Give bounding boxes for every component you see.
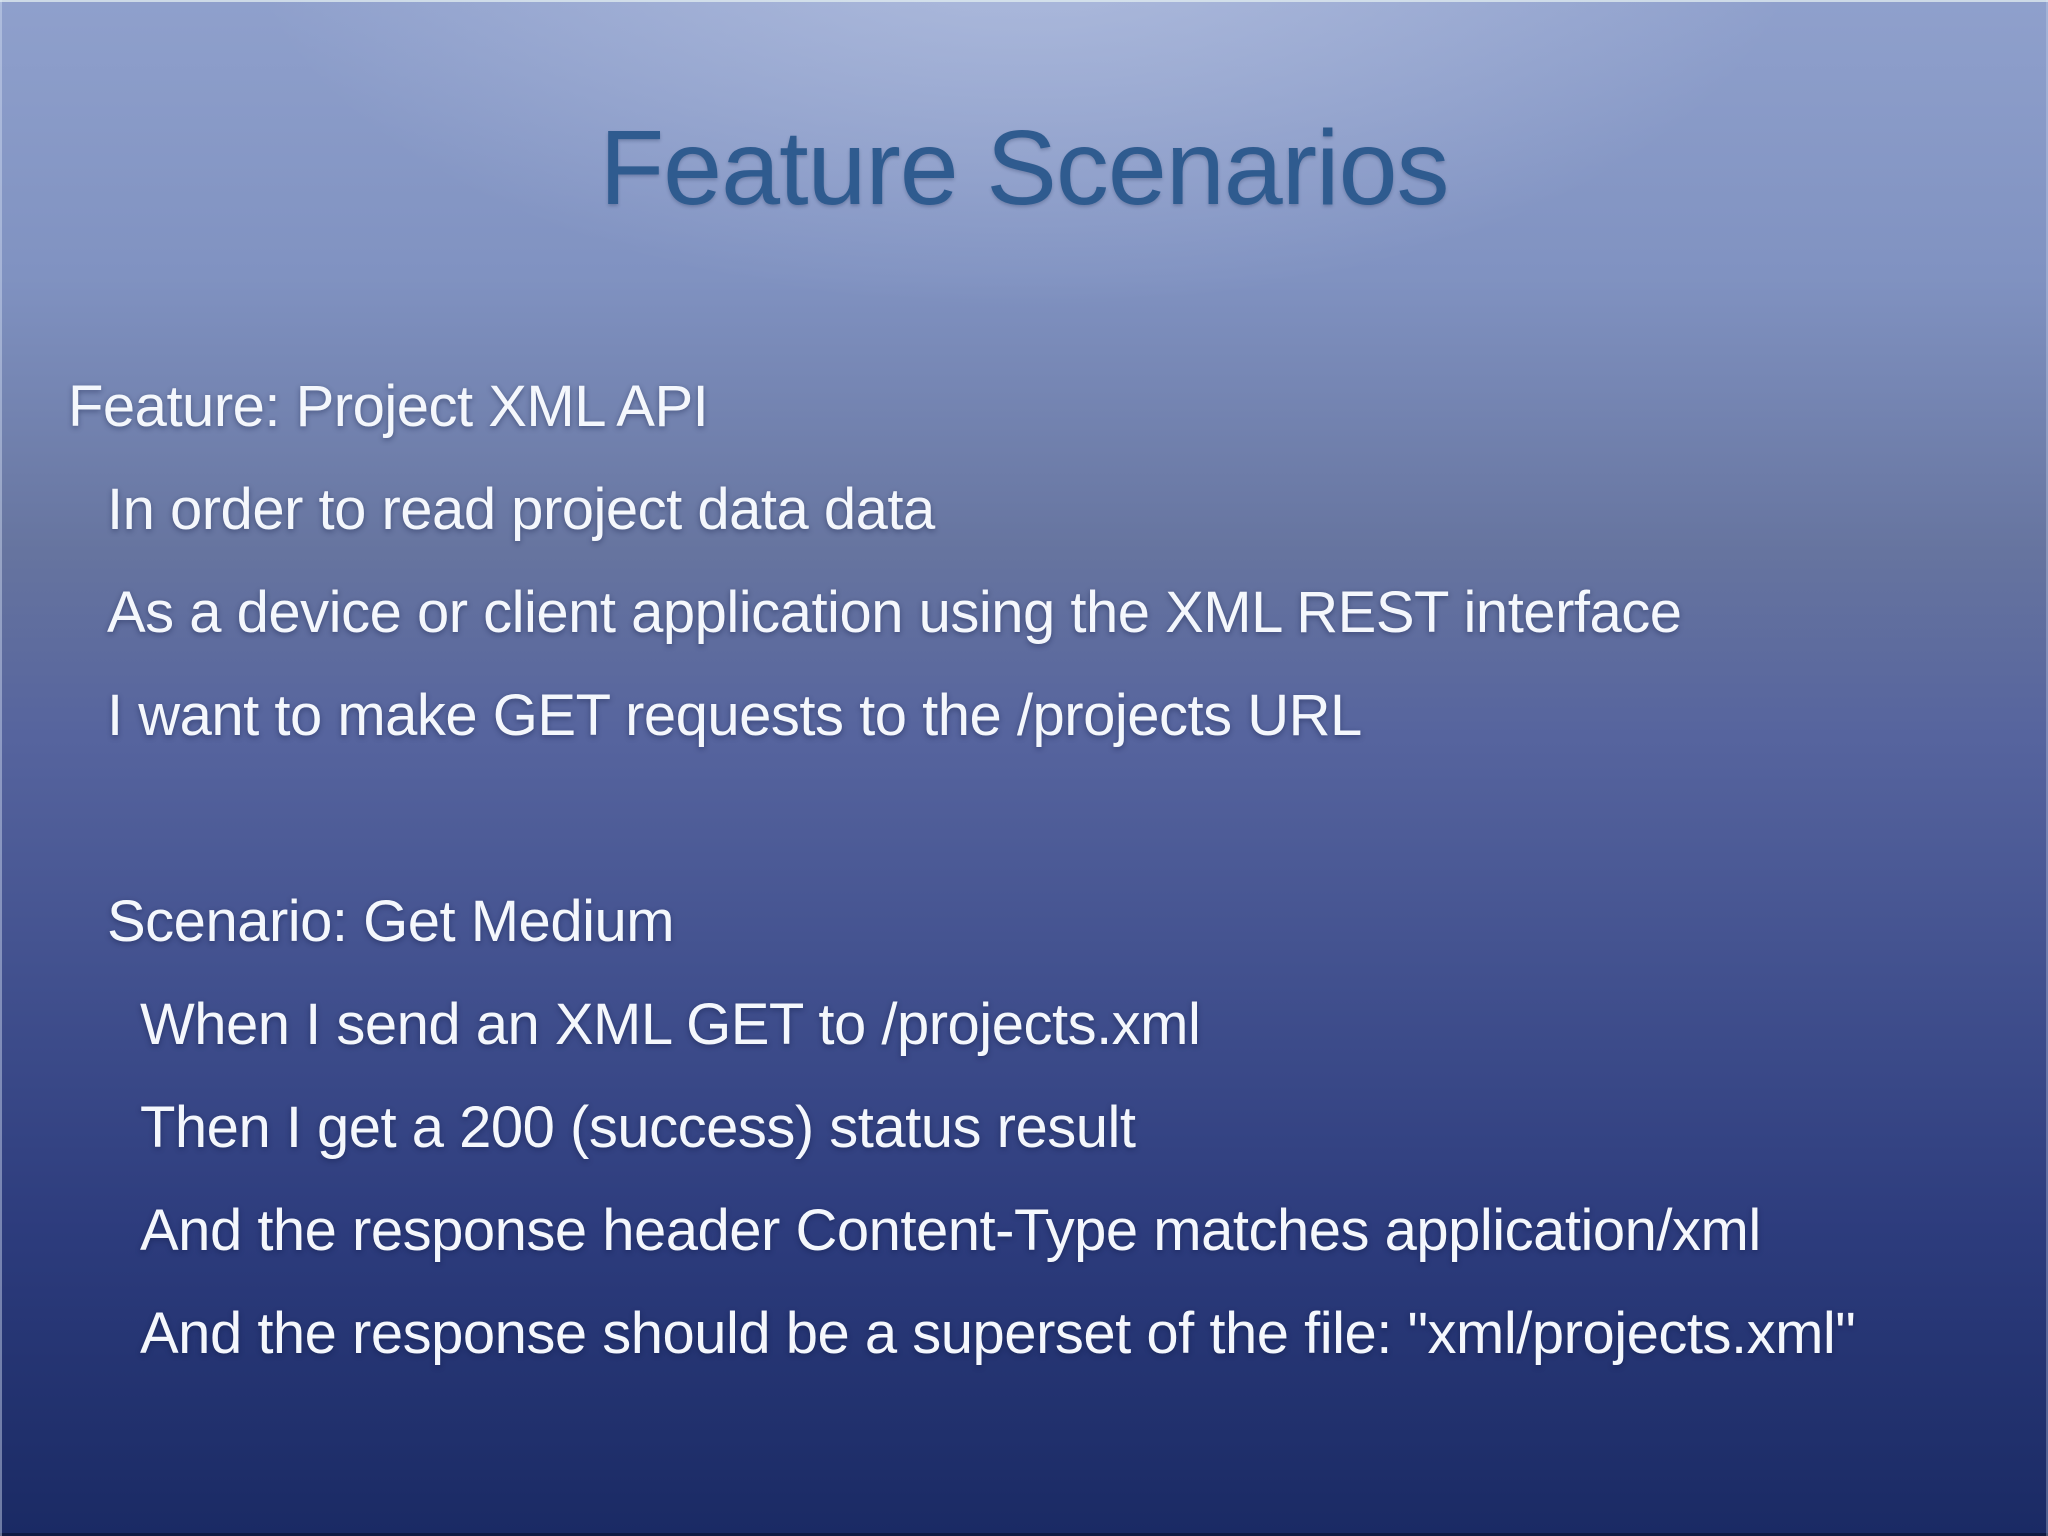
feature-description-line: As a device or client application using …	[107, 580, 1682, 645]
scenario-step-when: When I send an XML GET to /projects.xml	[140, 992, 1201, 1057]
blank-line-spacer	[0, 767, 2048, 870]
gherkin-feature-text: Feature: Project XML API In order to rea…	[0, 355, 2048, 1385]
feature-description-line: In order to read project data data	[107, 477, 935, 542]
feature-description-line: I want to make GET requests to the /proj…	[107, 683, 1362, 748]
slide-title: Feature Scenarios	[599, 109, 1449, 227]
scenario-heading: Scenario: Get Medium	[107, 889, 675, 954]
scenario-step-and-superset: And the response should be a superset of…	[140, 1301, 1856, 1366]
scenario-step-and-content-type: And the response header Content-Type mat…	[140, 1198, 1761, 1263]
feature-heading: Feature: Project XML API	[68, 374, 709, 439]
scenario-step-then: Then I get a 200 (success) status result	[140, 1095, 1136, 1160]
